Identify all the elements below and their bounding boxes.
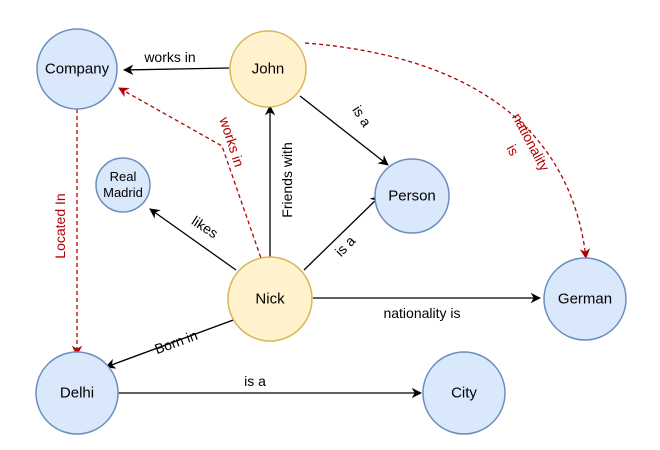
edge-label-nick-nationality: nationality is <box>383 305 460 321</box>
node-company[interactable]: Company <box>36 28 118 110</box>
edge-john-company <box>122 64 230 76</box>
edge-nick-realmadrid <box>149 208 237 271</box>
edge-label-located-in: Located In <box>52 193 68 258</box>
edge-label-friends-with: Friends with <box>279 142 295 217</box>
edge-label-delhi-is-a: is a <box>244 373 266 389</box>
edge-label-born-in: Born in <box>152 327 199 357</box>
edge-nick-company-dashed <box>118 87 264 265</box>
node-german[interactable]: German <box>543 257 627 341</box>
node-john-label: John <box>252 61 285 78</box>
node-nick-label: Nick <box>255 291 285 308</box>
node-real-madrid-label-2: Madrid <box>103 185 143 200</box>
edge-nick-person <box>303 195 381 271</box>
edge-john-german-dashed <box>304 42 591 260</box>
edge-label-john-works-in: works in <box>143 49 195 65</box>
edge-john-person <box>299 95 389 166</box>
node-real-madrid-label-1: Real <box>110 169 137 184</box>
node-company-label: Company <box>45 61 110 78</box>
edge-label-nick-is-a: is a <box>332 232 359 259</box>
node-person[interactable]: Person <box>374 158 450 234</box>
edge-label-john-nationality-2: is <box>504 142 523 158</box>
node-real-madrid[interactable]: Real Madrid <box>95 157 151 213</box>
node-city[interactable]: City <box>422 351 506 435</box>
edge-nick-delhi <box>105 318 237 369</box>
edge-label-john-is-a: is a <box>349 103 374 130</box>
edge-label-likes: likes <box>189 213 221 242</box>
node-nick[interactable]: Nick <box>227 256 313 342</box>
node-person-label: Person <box>388 188 436 205</box>
node-delhi-label: Delhi <box>60 385 94 402</box>
node-john[interactable]: John <box>229 30 307 108</box>
edge-label-nick-works-in: works in <box>216 114 247 169</box>
node-german-label: German <box>558 291 612 308</box>
node-delhi[interactable]: Delhi <box>35 351 119 435</box>
node-city-label: City <box>451 385 477 402</box>
